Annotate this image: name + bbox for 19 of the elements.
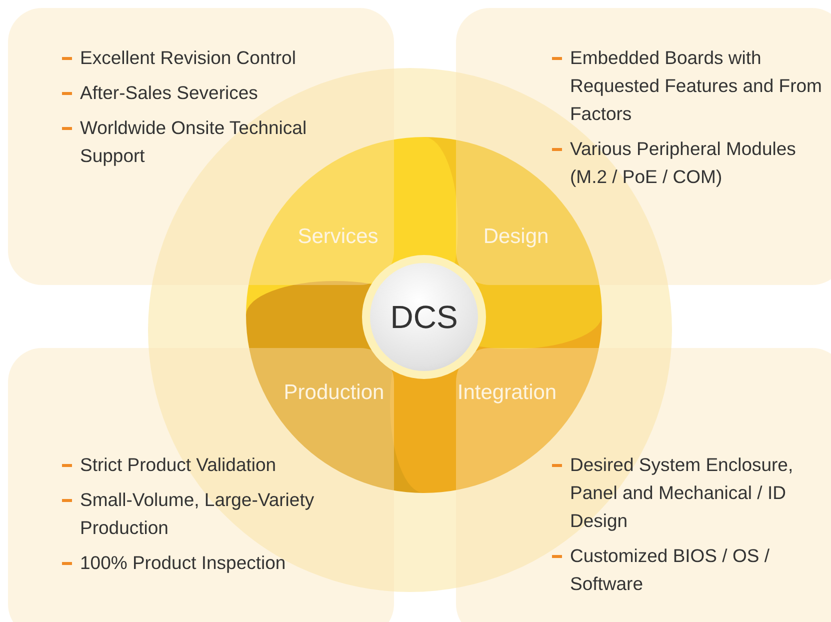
bullet-item: Customized BIOS / OS / Software [552, 542, 826, 598]
bullet-item: After-Sales Severices [62, 79, 374, 107]
feature-panel [456, 348, 831, 622]
bullet-item: Excellent Revision Control [62, 44, 374, 72]
feature-panel [8, 8, 394, 285]
bullet-item: Embedded Boards with Requested Features and From Factors [552, 44, 822, 128]
bullet-item: Worldwide Onsite Technical Support [62, 114, 374, 170]
feature-panel [456, 8, 831, 285]
segment-label: Services [298, 225, 378, 249]
bullet-item: Small-Volume, Large-Variety Production [62, 486, 374, 542]
segment-label: Integration [457, 381, 557, 405]
segment-label: Production [284, 381, 384, 405]
bullet-item: Desired System Enclosure, Panel and Mechanical / ID Design [552, 451, 826, 535]
hub-label: DCS [390, 298, 458, 336]
bullet-item: 100% Product Inspection [62, 549, 374, 577]
bullet-item: Strict Product Validation [62, 451, 374, 479]
feature-panel [8, 348, 394, 622]
bullet-item: Various Peripheral Modules (M.2 / PoE / COM) [552, 135, 822, 191]
segment-label: Design [483, 225, 549, 249]
